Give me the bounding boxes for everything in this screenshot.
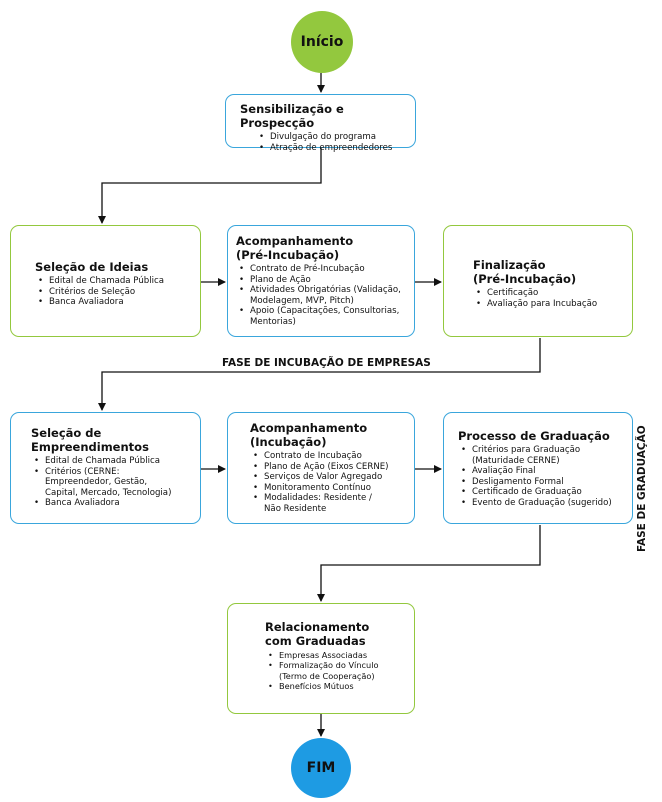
start-label: Início xyxy=(300,34,344,50)
box-acomp-incubacao: Acompanhamento (Incubação) Contrato de I… xyxy=(227,412,415,524)
list-item: Formalização do Vínculo (Termo de Cooper… xyxy=(265,660,408,681)
box-title: Sensibilização e Prospecção xyxy=(240,102,344,130)
box-acomp-pre-incubacao: Acompanhamento (Pré-Incubação) Contrato … xyxy=(227,225,415,337)
list-item: Contrato de Incubação xyxy=(250,451,410,462)
list-item: Critérios (CERNE: Empreendedor, Gestão, … xyxy=(31,467,194,499)
list-item: Evento de Graduação (sugerido) xyxy=(458,498,628,509)
item-list: Edital de Chamada Pública Critérios de S… xyxy=(35,276,192,308)
item-list: Divulgação do programa Atração de empree… xyxy=(240,132,405,153)
item-list: Contrato de Pré-Incubação Plano de Ação … xyxy=(236,264,410,328)
item-list: Contrato de Incubação Plano de Ação (Eix… xyxy=(250,451,410,515)
arrow-sensibilizacao-to-selecao-ideias xyxy=(98,148,322,224)
list-item: Avaliação Final xyxy=(458,466,628,477)
arrow-graduacao-to-relacionamento xyxy=(317,525,541,602)
list-item: Banca Avaliadora xyxy=(31,498,194,509)
list-item: Monitoramento Contínuo xyxy=(250,483,410,494)
box-title: Acompanhamento (Pré-Incubação) xyxy=(236,234,354,262)
phase-incubacao-label: FASE DE INCUBAÇÃO DE EMPRESAS xyxy=(222,357,431,369)
list-item: Banca Avaliadora xyxy=(35,297,192,308)
list-item: Certificação xyxy=(473,288,626,299)
list-item: Empresas Associadas xyxy=(265,650,408,661)
end-label: FIM xyxy=(306,760,336,776)
list-item: Critérios de Seleção xyxy=(35,287,192,298)
box-title: Seleção de Ideias xyxy=(35,260,149,274)
phase-graduacao-label: FASE DE GRADUAÇÃO xyxy=(636,425,648,552)
list-item: Apoio (Capacitações, Consultorias, Mento… xyxy=(236,306,410,327)
list-item: Atividades Obrigatórias (Validação, Mode… xyxy=(236,285,410,306)
list-item: Plano de Ação xyxy=(236,275,410,286)
box-relacionamento: Relacionamento com Graduadas Empresas As… xyxy=(227,603,415,714)
item-list: Critérios para Graduação (Maturidade CER… xyxy=(458,445,628,509)
box-sensibilizacao: Sensibilização e Prospecção Divulgação d… xyxy=(225,94,416,153)
box-title: Finalização (Pré-Incubação) xyxy=(473,258,577,286)
box-title: Relacionamento com Graduadas xyxy=(265,620,370,648)
box-title: Acompanhamento (Incubação) xyxy=(250,421,368,449)
box-title: Processo de Graduação xyxy=(458,429,610,443)
box-title: Seleção de Empreendimentos xyxy=(31,426,149,454)
list-item: Divulgação do programa xyxy=(256,132,405,143)
list-item: Critérios para Graduação (Maturidade CER… xyxy=(458,445,628,466)
box-finalizacao: Finalização (Pré-Incubação) Certificação… xyxy=(443,225,633,337)
box-processo-graduacao: Processo de Graduação Critérios para Gra… xyxy=(443,412,633,524)
item-list: Certificação Avaliação para Incubação xyxy=(473,288,626,309)
list-item: Serviços de Valor Agregado xyxy=(250,472,410,483)
list-item: Plano de Ação (Eixos CERNE) xyxy=(250,462,410,473)
item-list: Empresas Associadas Formalização do Vínc… xyxy=(265,650,408,692)
list-item: Certificado de Graduação xyxy=(458,487,628,498)
list-item: Edital de Chamada Pública xyxy=(35,276,192,287)
item-list: Edital de Chamada Pública Critérios (CER… xyxy=(31,456,194,509)
start-node: Início xyxy=(291,11,353,73)
list-item: Contrato de Pré-Incubação xyxy=(236,264,410,275)
box-selecao-empreendimentos: Seleção de Empreendimentos Edital de Cha… xyxy=(10,412,201,524)
list-item: Modalidades: Residente / Não Residente xyxy=(250,493,410,514)
arrow-finalizacao-to-selecao-emp xyxy=(98,338,541,411)
list-item: Desligamento Formal xyxy=(458,477,628,488)
list-item: Edital de Chamada Pública xyxy=(31,456,194,467)
list-item: Avaliação para Incubação xyxy=(473,299,626,310)
box-selecao-ideias: Seleção de Ideias Edital de Chamada Públ… xyxy=(10,225,201,337)
list-item: Benefícios Mútuos xyxy=(265,681,408,692)
list-item: Atração de empreendedores xyxy=(256,143,405,154)
end-node: FIM xyxy=(291,738,351,798)
